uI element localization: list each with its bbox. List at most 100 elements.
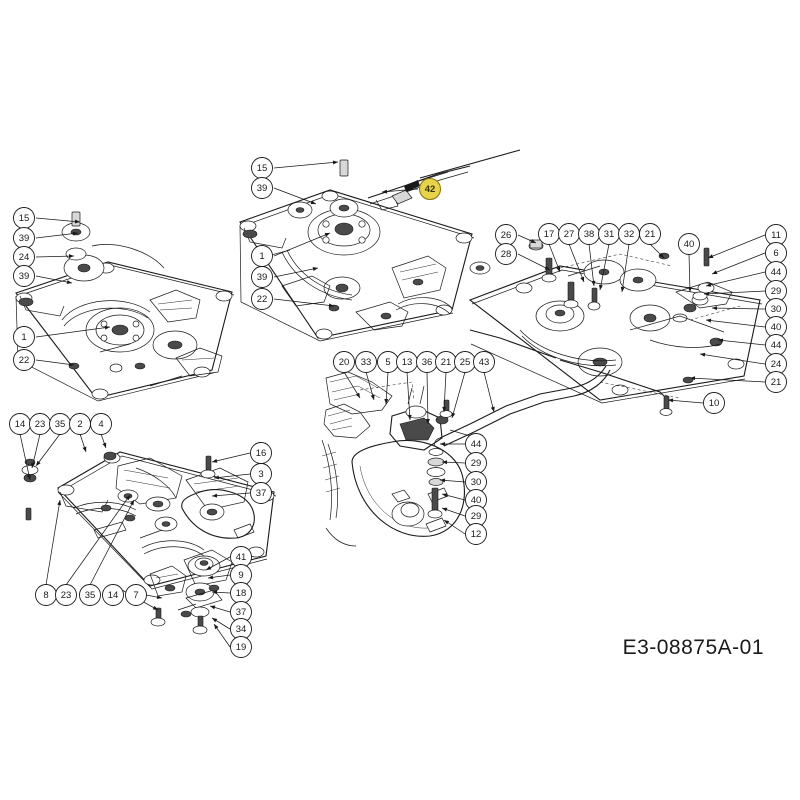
callout-36[interactable]: 36 xyxy=(416,351,438,373)
leader-line xyxy=(35,359,75,366)
callout-circle[interactable] xyxy=(251,288,273,310)
callout-28[interactable]: 28 xyxy=(495,243,517,265)
callout-22[interactable]: 22 xyxy=(13,349,35,371)
leader-arrowhead xyxy=(312,267,318,271)
leader-arrowhead xyxy=(708,254,714,258)
callout-2[interactable]: 2 xyxy=(69,413,91,435)
callout-3[interactable]: 3 xyxy=(250,463,272,485)
callout-circle[interactable] xyxy=(473,351,495,373)
callout-circle[interactable] xyxy=(678,233,700,255)
callout-13[interactable]: 13 xyxy=(396,351,418,373)
callout-23[interactable]: 23 xyxy=(29,413,51,435)
callout-16[interactable]: 16 xyxy=(250,442,272,464)
callout-33[interactable]: 33 xyxy=(355,351,377,373)
leader-arrowhead xyxy=(451,412,456,418)
callout-40[interactable]: 40 xyxy=(765,316,787,338)
callout-1[interactable]: 1 xyxy=(13,326,35,348)
callout-circle[interactable] xyxy=(79,584,101,606)
callout-7[interactable]: 7 xyxy=(125,584,147,606)
callout-25[interactable]: 25 xyxy=(454,351,476,373)
callout-circle[interactable] xyxy=(90,413,112,435)
leader-arrowhead xyxy=(690,376,696,381)
callout-21[interactable]: 21 xyxy=(765,371,787,393)
callout-40[interactable]: 40 xyxy=(678,233,700,255)
callout-31[interactable]: 31 xyxy=(598,223,620,245)
callout-9[interactable]: 9 xyxy=(230,564,252,586)
callout-39[interactable]: 39 xyxy=(251,266,273,288)
callout-5[interactable]: 5 xyxy=(377,351,399,373)
callout-29[interactable]: 29 xyxy=(465,452,487,474)
callout-circle-highlighted[interactable] xyxy=(418,177,442,201)
callout-24[interactable]: 24 xyxy=(13,246,35,268)
leader-line xyxy=(273,187,317,205)
callout-19[interactable]: 19 xyxy=(230,636,252,658)
callout-6[interactable]: 6 xyxy=(765,242,787,264)
callout-circle[interactable] xyxy=(230,636,252,658)
callout-circle[interactable] xyxy=(13,326,35,348)
callout-27[interactable]: 27 xyxy=(558,223,580,245)
callout-circle[interactable] xyxy=(495,243,517,265)
callout-circle[interactable] xyxy=(765,371,787,393)
leader-arrowhead xyxy=(370,394,375,400)
callout-1[interactable]: 1 xyxy=(251,245,273,267)
callout-14[interactable]: 14 xyxy=(102,584,124,606)
callout-30[interactable]: 30 xyxy=(765,298,787,320)
callout-number: 4 xyxy=(98,419,103,430)
callout-number: 43 xyxy=(479,357,490,368)
callout-35[interactable]: 35 xyxy=(79,584,101,606)
callout-circle[interactable] xyxy=(55,584,77,606)
callout-35[interactable]: 35 xyxy=(49,413,71,435)
callout-number: 20 xyxy=(339,357,350,368)
callout-21[interactable]: 21 xyxy=(639,223,661,245)
callout-14[interactable]: 14 xyxy=(9,413,31,435)
callout-21[interactable]: 21 xyxy=(435,351,457,373)
callout-39[interactable]: 39 xyxy=(251,177,273,199)
callout-10[interactable]: 10 xyxy=(703,392,725,414)
leader-line xyxy=(385,371,389,405)
callout-circle[interactable] xyxy=(125,584,147,606)
leader-arrowhead xyxy=(212,618,218,623)
callout-8[interactable]: 8 xyxy=(35,584,57,606)
callout-circle[interactable] xyxy=(13,265,35,287)
callout-circle[interactable] xyxy=(703,392,725,414)
leader-arrowhead xyxy=(490,406,495,412)
callout-number: 36 xyxy=(422,357,433,368)
callout-18[interactable]: 18 xyxy=(230,582,252,604)
callout-circle[interactable] xyxy=(333,351,355,373)
callout-circle[interactable] xyxy=(102,584,124,606)
callout-43[interactable]: 43 xyxy=(473,351,495,373)
callout-circle[interactable] xyxy=(251,177,273,199)
callout-42[interactable]: 42 xyxy=(418,177,442,201)
callout-38[interactable]: 38 xyxy=(578,223,600,245)
leader-arrowhead xyxy=(440,478,446,483)
callout-26[interactable]: 26 xyxy=(495,224,517,246)
callout-23[interactable]: 23 xyxy=(55,584,77,606)
callout-44[interactable]: 44 xyxy=(465,433,487,455)
callout-37[interactable]: 37 xyxy=(250,482,272,504)
callout-number: 39 xyxy=(19,233,30,244)
callout-number: 11 xyxy=(771,230,781,241)
callout-circle[interactable] xyxy=(465,523,487,545)
callout-number: 8 xyxy=(43,590,48,601)
callout-20[interactable]: 20 xyxy=(333,351,355,373)
callout-22[interactable]: 22 xyxy=(251,288,273,310)
callout-circle[interactable] xyxy=(13,349,35,371)
callout-4[interactable]: 4 xyxy=(90,413,112,435)
bottom-left-deck-assembly xyxy=(21,451,277,635)
callout-12[interactable]: 12 xyxy=(465,523,487,545)
leader-arrowhead xyxy=(530,239,536,243)
callout-circle[interactable] xyxy=(355,351,377,373)
callout-32[interactable]: 32 xyxy=(618,223,640,245)
callout-39[interactable]: 39 xyxy=(13,227,35,249)
callout-circle[interactable] xyxy=(250,482,272,504)
callout-44[interactable]: 44 xyxy=(765,261,787,283)
callout-17[interactable]: 17 xyxy=(538,223,560,245)
callout-44[interactable]: 44 xyxy=(765,334,787,356)
callout-39[interactable]: 39 xyxy=(13,265,35,287)
leader-arrowhead xyxy=(212,590,218,595)
callout-15[interactable]: 15 xyxy=(13,207,35,229)
callout-15[interactable]: 15 xyxy=(251,157,273,179)
callout-circle[interactable] xyxy=(639,223,661,245)
callout-circle[interactable] xyxy=(251,266,273,288)
callout-37[interactable]: 37 xyxy=(230,601,252,623)
